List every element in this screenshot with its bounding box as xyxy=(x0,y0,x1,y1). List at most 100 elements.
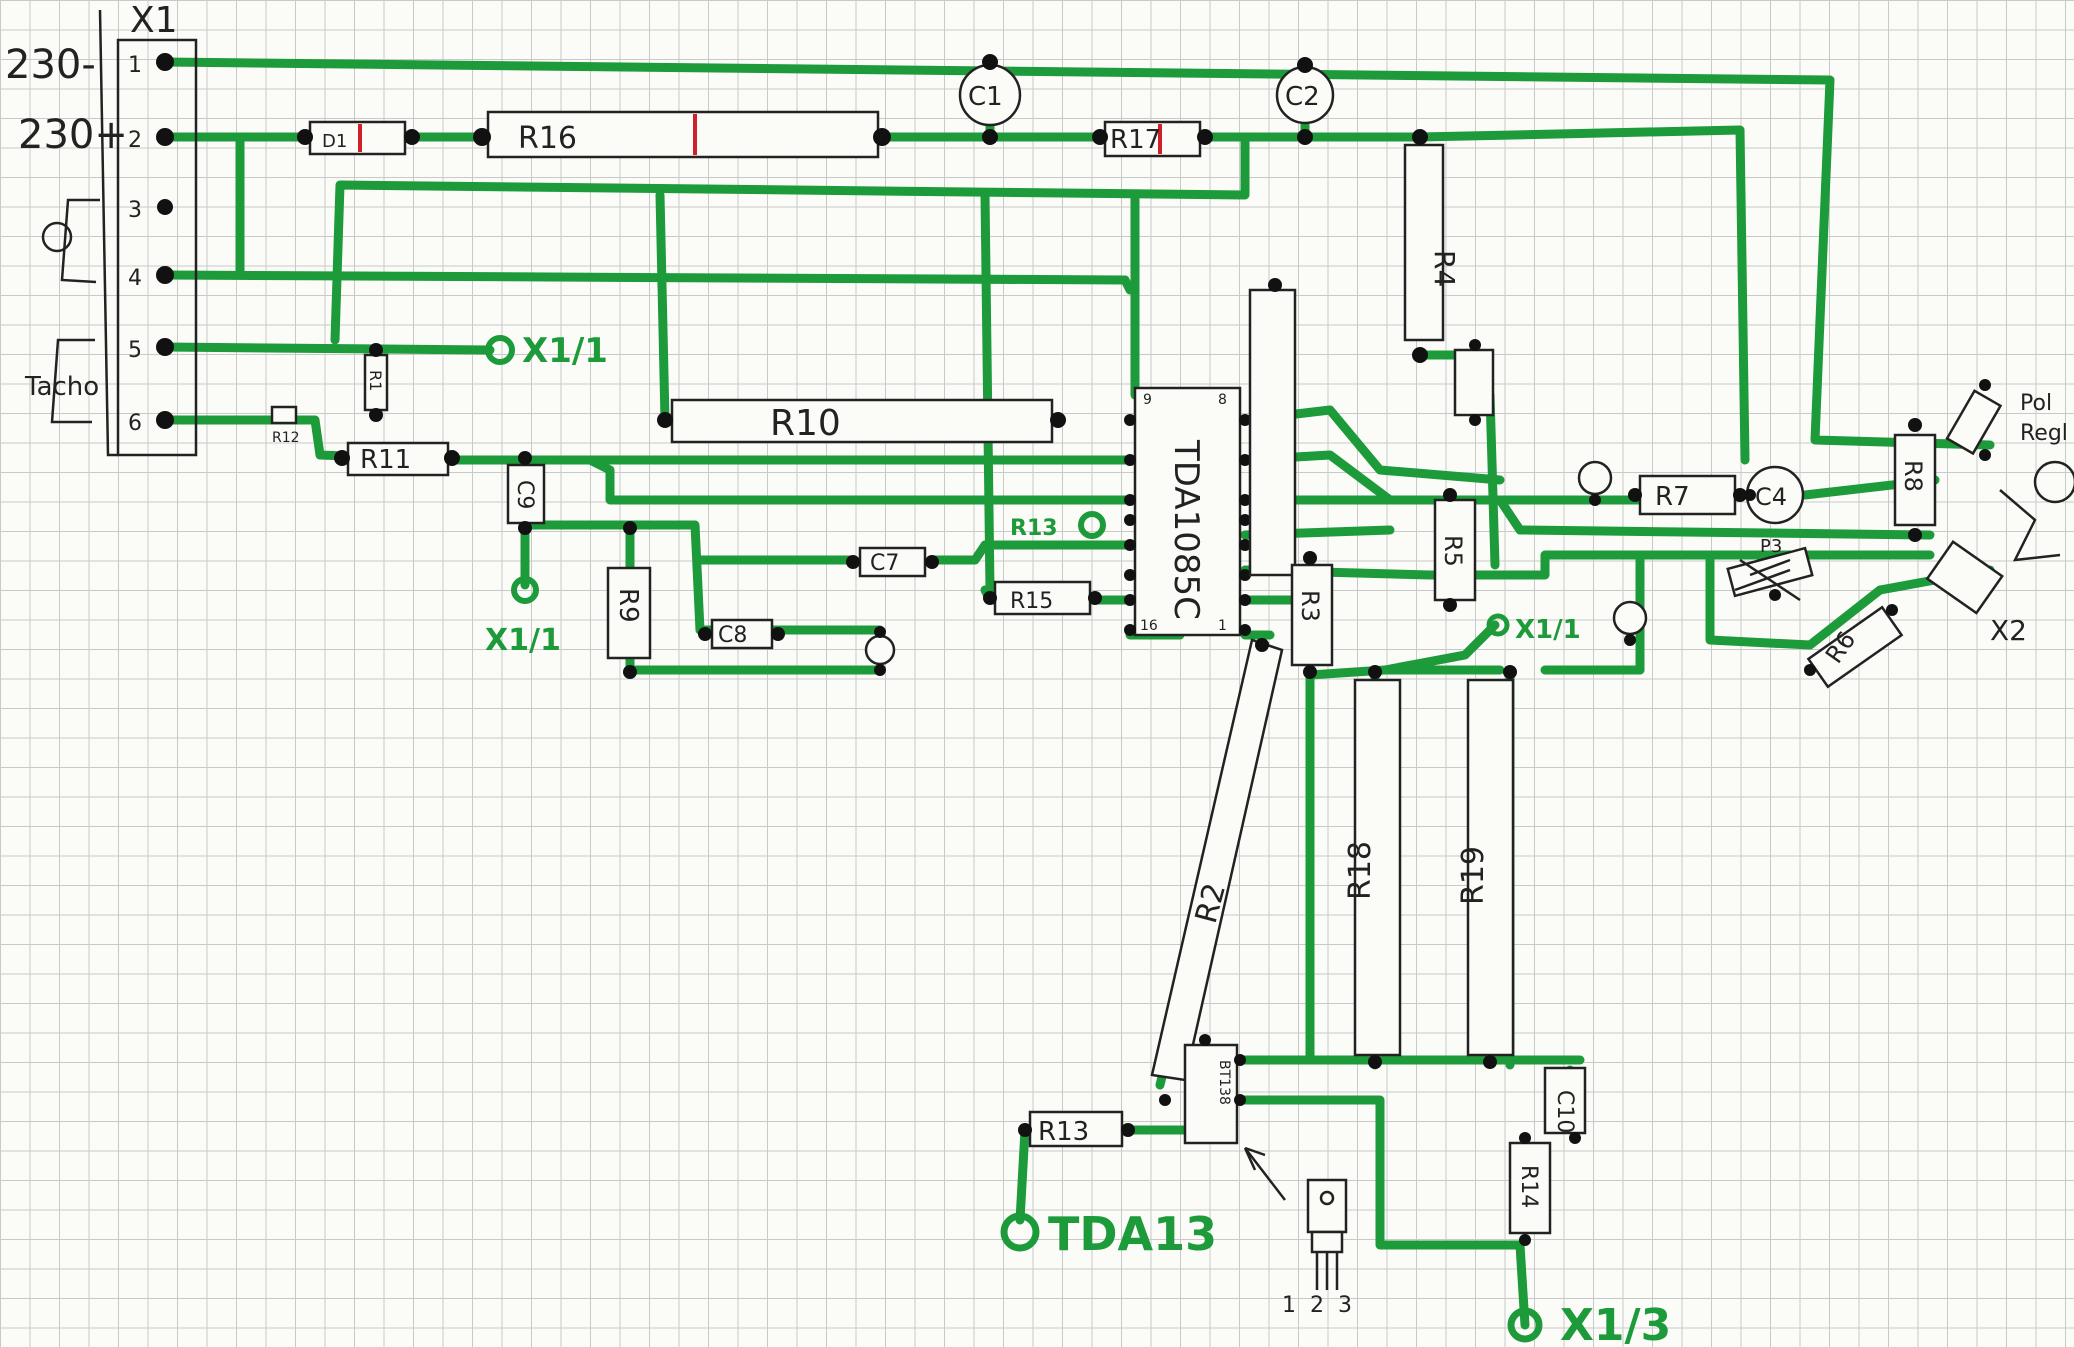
resistor-r10: R10 xyxy=(657,398,1066,444)
svg-text:R13: R13 xyxy=(1038,1117,1089,1147)
resistor-r6: R6 xyxy=(1804,604,1904,689)
capacitor-c9: C9 xyxy=(506,451,546,535)
potentiometer-p3: P3 xyxy=(1726,536,1814,602)
x1-pin-4: 4 xyxy=(128,266,174,291)
capacitor-c8: C8 xyxy=(698,618,785,650)
x1-pin-2: 2 xyxy=(128,128,174,153)
svg-text:R1: R1 xyxy=(366,370,385,391)
capacitor-small-c3 xyxy=(1612,600,1648,646)
svg-text:R15: R15 xyxy=(1010,589,1053,614)
resistor-r4: R4 xyxy=(1403,129,1461,363)
x1-pin-5: 5 xyxy=(128,338,174,363)
terminal-x1-1-right: X1/1 xyxy=(1486,613,1581,645)
resistor-r1-small: R1 xyxy=(363,343,389,422)
svg-text:X2: X2 xyxy=(1990,614,2027,647)
resistor-r15: R15 xyxy=(983,580,1102,616)
resistor-r5: R5 xyxy=(1433,488,1477,612)
svg-text:C2: C2 xyxy=(1285,82,1320,112)
capacitor-small-c5 xyxy=(1577,460,1613,506)
svg-text:D1: D1 xyxy=(322,131,347,152)
terminal-r13: R13 xyxy=(1010,511,1106,541)
resistor-r1-vertical xyxy=(1248,278,1297,577)
ic-left-pins xyxy=(1124,414,1136,636)
svg-text:R7: R7 xyxy=(1655,482,1690,512)
svg-text:C7: C7 xyxy=(870,551,899,576)
diode-d1: D1 xyxy=(297,120,420,156)
svg-text:2: 2 xyxy=(1310,1293,1324,1318)
svg-text:R18: R18 xyxy=(1343,841,1378,900)
capacitor-c4: C4 xyxy=(1744,465,1805,525)
capacitor-small-c6 xyxy=(864,626,896,676)
resistor-r1-right xyxy=(1945,379,2003,461)
svg-text:TDA13: TDA13 xyxy=(1048,1207,1217,1261)
svg-text:R4: R4 xyxy=(1428,250,1461,287)
svg-text:R19: R19 xyxy=(1456,846,1491,905)
svg-text:9: 9 xyxy=(1143,392,1152,408)
svg-text:8: 8 xyxy=(1218,392,1227,408)
resistor-r19: R19 xyxy=(1456,665,1517,1069)
svg-text:TDA1085C: TDA1085C xyxy=(1166,439,1206,620)
svg-text:3: 3 xyxy=(128,198,142,223)
svg-text:R16: R16 xyxy=(518,121,577,156)
svg-text:R11: R11 xyxy=(360,445,411,475)
svg-text:1: 1 xyxy=(128,53,142,78)
resistor-r3: R3 xyxy=(1290,551,1334,679)
resistor-r13: R13 xyxy=(1018,1110,1135,1148)
connector-x2: Pol Regl X2 xyxy=(1925,391,2074,647)
x1-pin-6: 6 xyxy=(128,411,174,436)
capacitor-c1: C1 xyxy=(958,54,1022,145)
x1-pin-3: 3 xyxy=(128,198,173,223)
svg-text:16: 16 xyxy=(1140,618,1158,634)
ic-tda1085c: 9 8 16 1 TDA1085C xyxy=(1124,386,1251,637)
terminal-x1-1-left: X1/1 xyxy=(485,576,561,658)
connector-x1-label: X1 xyxy=(130,0,178,41)
terminal-x1-3: X1/3 xyxy=(1507,1300,1671,1347)
svg-text:R9: R9 xyxy=(613,588,643,623)
resistor-r14: R14 xyxy=(1508,1132,1552,1246)
ic-right-pins xyxy=(1239,414,1251,636)
svg-text:X1/1: X1/1 xyxy=(485,623,561,658)
svg-text:X1/3: X1/3 xyxy=(1560,1300,1671,1347)
svg-text:2: 2 xyxy=(128,128,142,153)
capacitor-c7: C7 xyxy=(846,546,939,578)
wire-traces xyxy=(160,57,1995,1330)
resistor-r7: R7 xyxy=(1628,474,1747,516)
resistor-r11: R11 xyxy=(334,441,460,477)
svg-text:X1/1: X1/1 xyxy=(522,331,608,371)
svg-text:R3: R3 xyxy=(1296,590,1324,622)
resistor-r12: R12 xyxy=(270,405,300,446)
triac-package-icon: 1 2 3 xyxy=(1282,1178,1352,1318)
svg-text:1: 1 xyxy=(1282,1293,1296,1318)
label-230-minus: 230- xyxy=(5,42,96,88)
svg-text:C8: C8 xyxy=(718,623,747,648)
svg-text:R8: R8 xyxy=(1899,460,1927,492)
svg-text:1: 1 xyxy=(1218,618,1227,634)
svg-text:Regl: Regl xyxy=(2020,421,2068,446)
svg-text:5: 5 xyxy=(128,338,142,363)
svg-text:C9: C9 xyxy=(512,480,537,509)
label-230-plus: 230+ xyxy=(18,112,128,158)
svg-text:C10: C10 xyxy=(1552,1090,1577,1133)
svg-text:R17: R17 xyxy=(1110,125,1161,155)
svg-text:R12: R12 xyxy=(272,430,300,446)
resistor-r9: R9 xyxy=(606,521,652,679)
svg-text:3: 3 xyxy=(1338,1293,1352,1318)
capacitor-c2: C2 xyxy=(1275,57,1335,145)
triac-bt138: BT138 xyxy=(1159,1034,1286,1201)
resistor-r17: R17 xyxy=(1092,120,1213,158)
resistor-r-small-right xyxy=(1453,339,1495,426)
resistor-r8: R8 xyxy=(1893,418,1937,542)
motor-icon xyxy=(41,198,100,424)
svg-text:BT138: BT138 xyxy=(1216,1060,1232,1105)
svg-text:C1: C1 xyxy=(968,82,1003,112)
svg-text:P3: P3 xyxy=(1760,536,1782,557)
svg-text:4: 4 xyxy=(128,266,142,291)
resistor-r18: R18 xyxy=(1343,665,1402,1069)
resistor-r2: R2 xyxy=(1150,638,1284,1082)
svg-text:X1/1: X1/1 xyxy=(1515,615,1581,645)
resistor-r16: R16 xyxy=(473,110,891,159)
svg-text:R14: R14 xyxy=(1516,1165,1541,1208)
svg-text:Pol: Pol xyxy=(2020,391,2052,416)
capacitor-c10: C10 xyxy=(1543,1066,1587,1144)
